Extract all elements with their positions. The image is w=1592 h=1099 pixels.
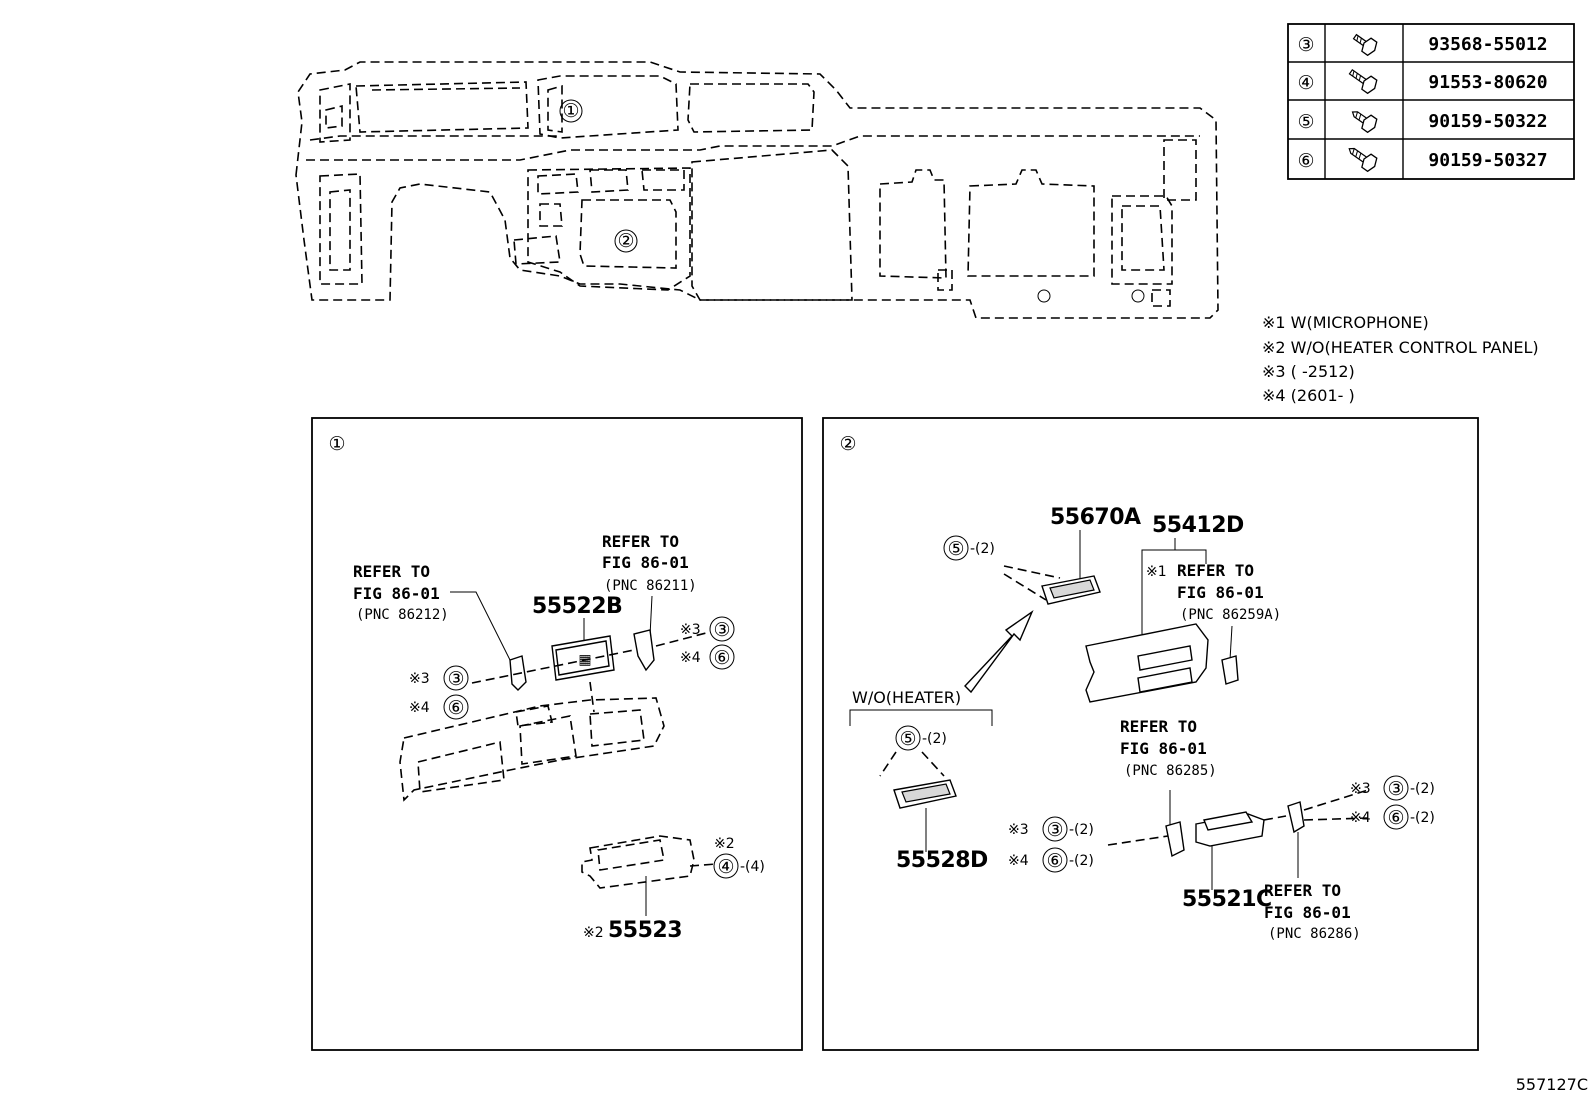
qty-label: -(2): [922, 731, 947, 747]
refer-pnc: (PNC 86286): [1268, 926, 1361, 942]
refer-pnc: (PNC 86259A): [1180, 607, 1281, 623]
wo-heater-label: W/O(HEATER): [852, 688, 961, 707]
bracket-clip: [1221, 655, 1239, 685]
mark-1: ※1: [1146, 564, 1167, 580]
bracket-right: [1287, 801, 1305, 834]
mark-3: ※3: [409, 671, 430, 687]
part-55412d-panel: [1085, 623, 1209, 703]
mark-4: ※4: [1008, 853, 1029, 869]
figure-id: 557127C: [1516, 1075, 1588, 1094]
cluster-panel: [399, 697, 665, 802]
part-number-cell: 90159-50327: [1428, 150, 1547, 171]
bracket-left: [1165, 821, 1185, 858]
notes-block: ※1 W(MICROPHONE) ※2 W/O(HEATER CONTROL P…: [1262, 313, 1539, 405]
mark-2: ※2: [714, 836, 735, 852]
part-number-cell: 93568-55012: [1428, 34, 1547, 55]
refer-fig: FIG 86-01: [353, 584, 440, 603]
part-55522b-cover: ▦: [551, 635, 615, 681]
bolt-icon: [1348, 68, 1378, 95]
table-row: ⑤ 90159-50322: [1297, 111, 1548, 134]
screw-icon: [1351, 111, 1378, 134]
note-2: ※2 W/O(HEATER CONTROL PANEL): [1262, 338, 1539, 357]
callout-3: ③: [713, 619, 730, 641]
qty-label: -(2): [970, 541, 995, 557]
note-1: ※1 W(MICROPHONE): [1262, 313, 1429, 332]
refer-label: REFER TO: [1177, 561, 1254, 580]
table-ref-cell: ③: [1297, 34, 1314, 56]
callout-3: ③: [447, 668, 464, 690]
table-row: ④ 91553-80620: [1297, 68, 1548, 95]
table-ref-cell: ⑤: [1297, 111, 1314, 133]
qty-label: -(2): [1410, 810, 1435, 826]
part-55523-tray: [581, 835, 695, 889]
callout-6: ⑥: [1046, 850, 1063, 872]
refer-fig: FIG 86-01: [1264, 903, 1351, 922]
refer-fig: FIG 86-01: [602, 553, 689, 572]
part-label-55523: 55523: [608, 918, 682, 943]
part-55528d-switch: [893, 779, 957, 809]
part-label-55521c: 55521C: [1182, 887, 1272, 912]
mark-3: ※3: [1008, 822, 1029, 838]
overview-callout-1: ①: [562, 100, 579, 122]
overview-callout-2: ②: [617, 230, 634, 252]
table-ref-cell: ⑥: [1297, 150, 1314, 172]
part-label-55412d: 55412D: [1152, 513, 1244, 538]
part-label-55528d: 55528D: [896, 848, 988, 873]
callout-3: ③: [1387, 778, 1404, 800]
part-label-55670a: 55670A: [1050, 505, 1141, 530]
callout-4: ④: [717, 856, 734, 878]
bracket-right: [633, 629, 655, 672]
callout-5: ⑤: [899, 728, 916, 750]
bolt-icon: [1352, 33, 1378, 57]
mark-3: ※3: [680, 622, 701, 638]
table-row: ③ 93568-55012: [1297, 33, 1548, 57]
arrow-icon: [964, 610, 1034, 694]
refer-label: REFER TO: [1120, 717, 1197, 736]
table-ref-cell: ④: [1297, 72, 1314, 94]
qty-label: -(4): [740, 859, 765, 875]
part-55670a-switch: [1041, 575, 1101, 605]
callout-6: ⑥: [713, 647, 730, 669]
fastener-table: ③ 93568-55012 ④ 91553-80620 ⑤: [1287, 23, 1575, 180]
dashboard-overview: ① ②: [295, 61, 1219, 319]
part-number-cell: 91553-80620: [1428, 72, 1547, 93]
note-3: ※3 ( -2512): [1262, 362, 1355, 381]
refer-pnc: (PNC 86211): [604, 578, 697, 594]
refer-pnc: (PNC 86285): [1124, 763, 1217, 779]
refer-pnc: (PNC 86212): [356, 607, 449, 623]
qty-label: -(2): [1410, 781, 1435, 797]
mark-4: ※4: [409, 700, 430, 716]
detail-panel-1: ① REFER TO FIG 86-01 (PNC 86212) REFER T…: [311, 417, 803, 1051]
qty-label: -(2): [1069, 822, 1094, 838]
mark-2: ※2: [583, 925, 604, 941]
callout-5: ⑤: [947, 538, 964, 560]
refer-fig: FIG 86-01: [1177, 583, 1264, 602]
part-label-55522b: 55522B: [532, 594, 622, 619]
callout-3: ③: [1046, 819, 1063, 841]
callout-6: ⑥: [447, 697, 464, 719]
table-row: ⑥ 90159-50327: [1297, 147, 1548, 173]
part-55521c-pocket: [1195, 811, 1265, 847]
refer-label: REFER TO: [1264, 881, 1341, 900]
panel-1-title: ①: [328, 433, 345, 455]
detail-panel-2: ② 55670A ⑤ -(2) 55412D ※1 REFER TO FIG 8…: [822, 417, 1479, 1051]
mark-3: ※3: [1350, 781, 1371, 797]
screw-icon: [1348, 147, 1378, 173]
refer-fig: FIG 86-01: [1120, 739, 1207, 758]
refer-label: REFER TO: [353, 562, 430, 581]
qty-label: -(2): [1069, 853, 1094, 869]
panel-2-title: ②: [839, 433, 856, 455]
note-4: ※4 (2601- ): [1262, 386, 1355, 405]
refer-label: REFER TO: [602, 532, 679, 551]
mark-4: ※4: [1350, 810, 1371, 826]
part-number-cell: 90159-50322: [1428, 111, 1547, 132]
callout-6: ⑥: [1387, 807, 1404, 829]
mark-4: ※4: [680, 650, 701, 666]
